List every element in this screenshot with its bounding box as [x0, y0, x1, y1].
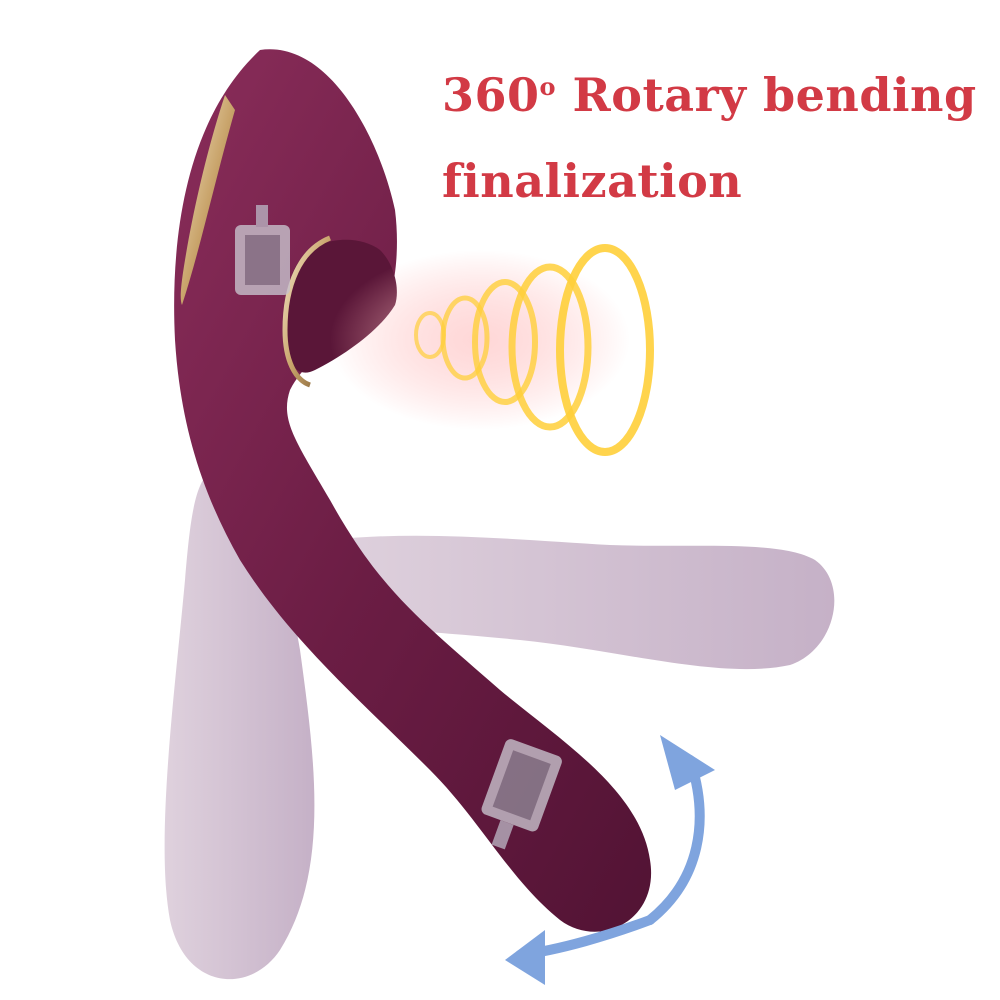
motor-icon	[235, 205, 290, 295]
rotate-arrow-icon	[505, 735, 715, 985]
headline-line2: finalization	[442, 154, 743, 208]
device-body	[174, 49, 652, 932]
ghost-arm-right	[330, 535, 835, 670]
suction-wave-icon	[330, 244, 654, 456]
motor-icon	[481, 739, 562, 850]
headline-number: 360	[442, 68, 540, 122]
headline: 360o Rotary bending finalization	[442, 52, 992, 224]
suction-head	[285, 239, 397, 373]
gold-ring	[282, 235, 332, 388]
headline-line1-rest: Rotary bending	[556, 68, 977, 122]
degree-mark: o	[539, 72, 557, 101]
front-panel	[180, 95, 235, 305]
